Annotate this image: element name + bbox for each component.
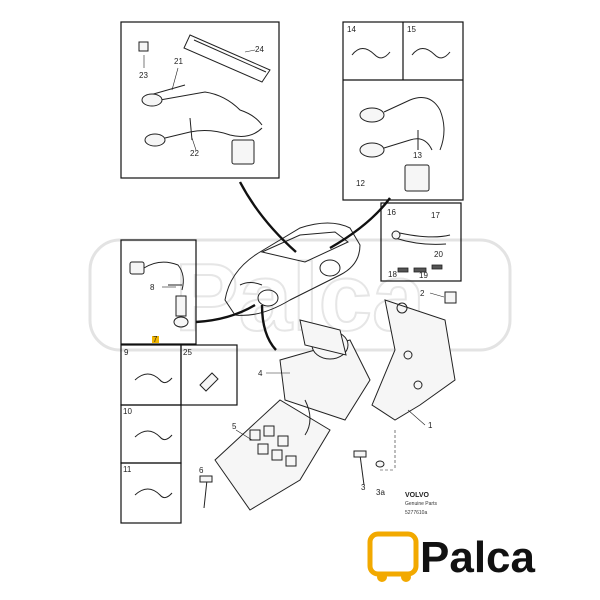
label-9: 9 — [124, 348, 129, 357]
label-14: 14 — [347, 25, 356, 34]
label-25: 25 — [183, 348, 192, 357]
box-clips — [120, 344, 238, 524]
label-6: 6 — [199, 466, 204, 475]
callout-arrows — [195, 181, 391, 351]
label-4: 4 — [258, 369, 263, 378]
label-15: 15 — [407, 25, 416, 34]
palca-logo: Palca — [367, 531, 536, 582]
highlight-marker — [152, 336, 159, 343]
label-2: 2 — [420, 289, 425, 298]
label-20: 20 — [434, 250, 443, 259]
brand-code: 5277610a — [405, 510, 427, 516]
label-17: 17 — [431, 211, 440, 220]
box-sensor-left — [120, 239, 197, 345]
part-labels: 24 21 23 22 14 15 13 12 16 17 18 19 20 8… — [123, 25, 443, 497]
watermark-text: Palca — [175, 244, 426, 351]
label-23: 23 — [139, 71, 148, 80]
box-rear-sensors — [120, 21, 280, 179]
bracket — [371, 291, 457, 421]
valve-grid — [249, 425, 297, 467]
label-11: 11 — [123, 465, 132, 474]
label-16: 16 — [387, 208, 396, 217]
leader-lines — [143, 49, 445, 441]
car-illustration — [224, 222, 361, 316]
label-13: 13 — [413, 151, 422, 160]
label-7: 7 — [153, 335, 158, 344]
logo-van-icon — [367, 531, 419, 577]
abs-unit — [214, 319, 371, 511]
label-3a: 3a — [376, 488, 385, 497]
label-21: 21 — [174, 57, 183, 66]
brand-line1: Genuine Parts — [405, 501, 437, 507]
bolts — [199, 430, 396, 509]
label-10: 10 — [123, 407, 132, 416]
label-5: 5 — [232, 422, 237, 431]
label-12: 12 — [356, 179, 365, 188]
label-22: 22 — [190, 149, 199, 158]
label-1: 1 — [428, 421, 433, 430]
label-18: 18 — [388, 270, 397, 279]
brand-name: VOLVO — [405, 492, 430, 499]
label-8: 8 — [150, 283, 155, 292]
box-cables — [380, 202, 462, 282]
volvo-brand: VOLVO Genuine Parts 5277610a — [405, 492, 437, 516]
logo-text: Palca — [420, 533, 536, 582]
label-3: 3 — [361, 483, 366, 492]
box-front-sensors — [342, 21, 464, 201]
label-19: 19 — [419, 271, 428, 280]
label-24: 24 — [255, 45, 264, 54]
